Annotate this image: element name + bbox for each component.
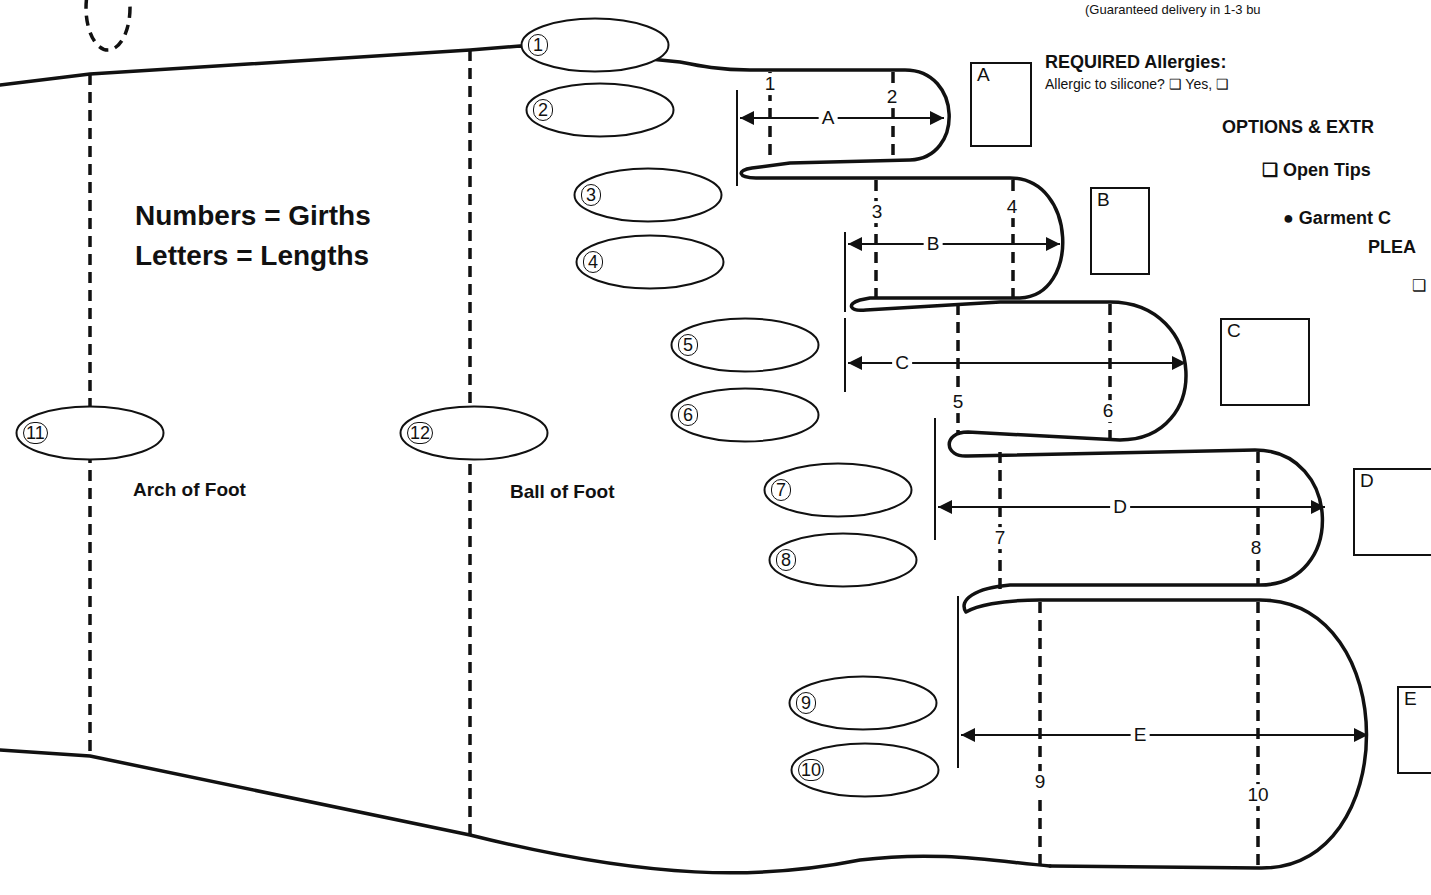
form-option: ❑ Open Tips	[1262, 160, 1371, 181]
girth-oval: 1	[520, 17, 670, 73]
girth-line	[874, 180, 878, 298]
girth-number: 10	[1244, 784, 1271, 806]
oval-shape	[672, 389, 819, 442]
length-letter: B	[1092, 189, 1115, 211]
form-field: Allergic to silicone? ❑ Yes, ❑	[1045, 76, 1229, 92]
girth-number: 3	[581, 184, 601, 206]
oval-shape	[577, 236, 724, 289]
length-stop	[736, 90, 738, 186]
foot-outline	[0, 46, 1367, 868]
length-arrow	[848, 243, 1060, 245]
girth-number: 9	[796, 692, 816, 714]
oval-shape	[401, 407, 548, 460]
form-heading: OPTIONS & EXTR	[1222, 117, 1374, 138]
girth-number: 6	[1100, 400, 1117, 422]
girth-oval: 6	[670, 387, 820, 443]
girth-number: 4	[1004, 196, 1021, 218]
oval-shape	[527, 84, 674, 137]
oval-shape	[792, 744, 939, 797]
girth-number: 8	[1248, 537, 1265, 559]
oval-shape	[770, 534, 917, 587]
girth-number: 5	[950, 391, 967, 413]
girth-number: 9	[1032, 771, 1049, 793]
length-arrow	[740, 117, 944, 119]
length-arrow	[938, 506, 1325, 508]
girth-line	[956, 304, 960, 435]
girth-number: 10	[798, 759, 824, 781]
length-box: E	[1397, 686, 1431, 774]
length-box: A	[970, 62, 1032, 147]
form-option: ● Garment C	[1283, 208, 1391, 229]
length-letter: B	[924, 233, 943, 255]
length-letter: C	[1222, 320, 1246, 342]
girth-number: 5	[678, 334, 698, 356]
oval-shape	[522, 19, 669, 72]
girth-number: 7	[992, 527, 1009, 549]
oval-shape	[672, 319, 819, 372]
legend-note: Letters = Lengths	[135, 240, 369, 272]
length-letter: D	[1355, 470, 1379, 492]
girth-number: 6	[678, 404, 698, 426]
oval-shape	[575, 169, 722, 222]
girth-number: 1	[762, 73, 779, 95]
girth-oval: 4	[575, 234, 725, 290]
girth-oval: 10	[790, 742, 940, 798]
girth-number: 2	[533, 99, 553, 121]
girth-oval: 2	[525, 82, 675, 138]
length-letter: E	[1131, 724, 1150, 746]
girth-number: 8	[776, 549, 796, 571]
girth-line	[998, 452, 1002, 592]
length-letter: A	[972, 64, 995, 86]
oval-shape	[765, 464, 912, 517]
oval-shape	[790, 677, 937, 730]
length-arrow	[961, 734, 1368, 736]
form-heading: REQUIRED Allergies:	[1045, 52, 1226, 73]
girth-number: 7	[771, 479, 791, 501]
length-box: D	[1353, 468, 1431, 556]
girth-oval: 8	[768, 532, 918, 588]
checkbox: ❑	[1412, 277, 1426, 295]
girth-number: 2	[884, 86, 901, 108]
form-heading: PLEA	[1368, 237, 1416, 258]
length-box: C	[1220, 318, 1310, 406]
girth-number: 4	[583, 251, 603, 273]
length-letter: E	[1399, 688, 1422, 710]
girth-oval: 9	[788, 675, 938, 731]
girth-oval: 12	[399, 405, 549, 461]
girth-number: 3	[869, 201, 886, 223]
length-letter: A	[819, 107, 838, 129]
length-stop	[957, 596, 959, 768]
girth-oval: 7	[763, 462, 913, 518]
girth-number: 11	[23, 422, 48, 444]
girth-number: 12	[407, 422, 433, 444]
girth-oval: 5	[670, 317, 820, 373]
length-letter: C	[892, 352, 912, 374]
girth-oval: 11	[15, 405, 165, 461]
length-stop	[934, 418, 936, 540]
length-stop	[844, 318, 846, 392]
girth-oval: 3	[573, 167, 723, 223]
length-stop	[844, 232, 846, 312]
delivery-note: (Guaranteed delivery in 1-3 bu	[1085, 3, 1261, 18]
dashed-oval	[86, 0, 130, 50]
region-label: Arch of Foot	[133, 479, 246, 501]
oval-shape	[17, 407, 164, 460]
length-letter: D	[1110, 496, 1130, 518]
region-label: Ball of Foot	[510, 481, 614, 503]
length-box: B	[1090, 187, 1150, 275]
girth-line	[1256, 452, 1260, 585]
girth-number: 1	[528, 34, 548, 56]
legend-note: Numbers = Girths	[135, 200, 371, 232]
